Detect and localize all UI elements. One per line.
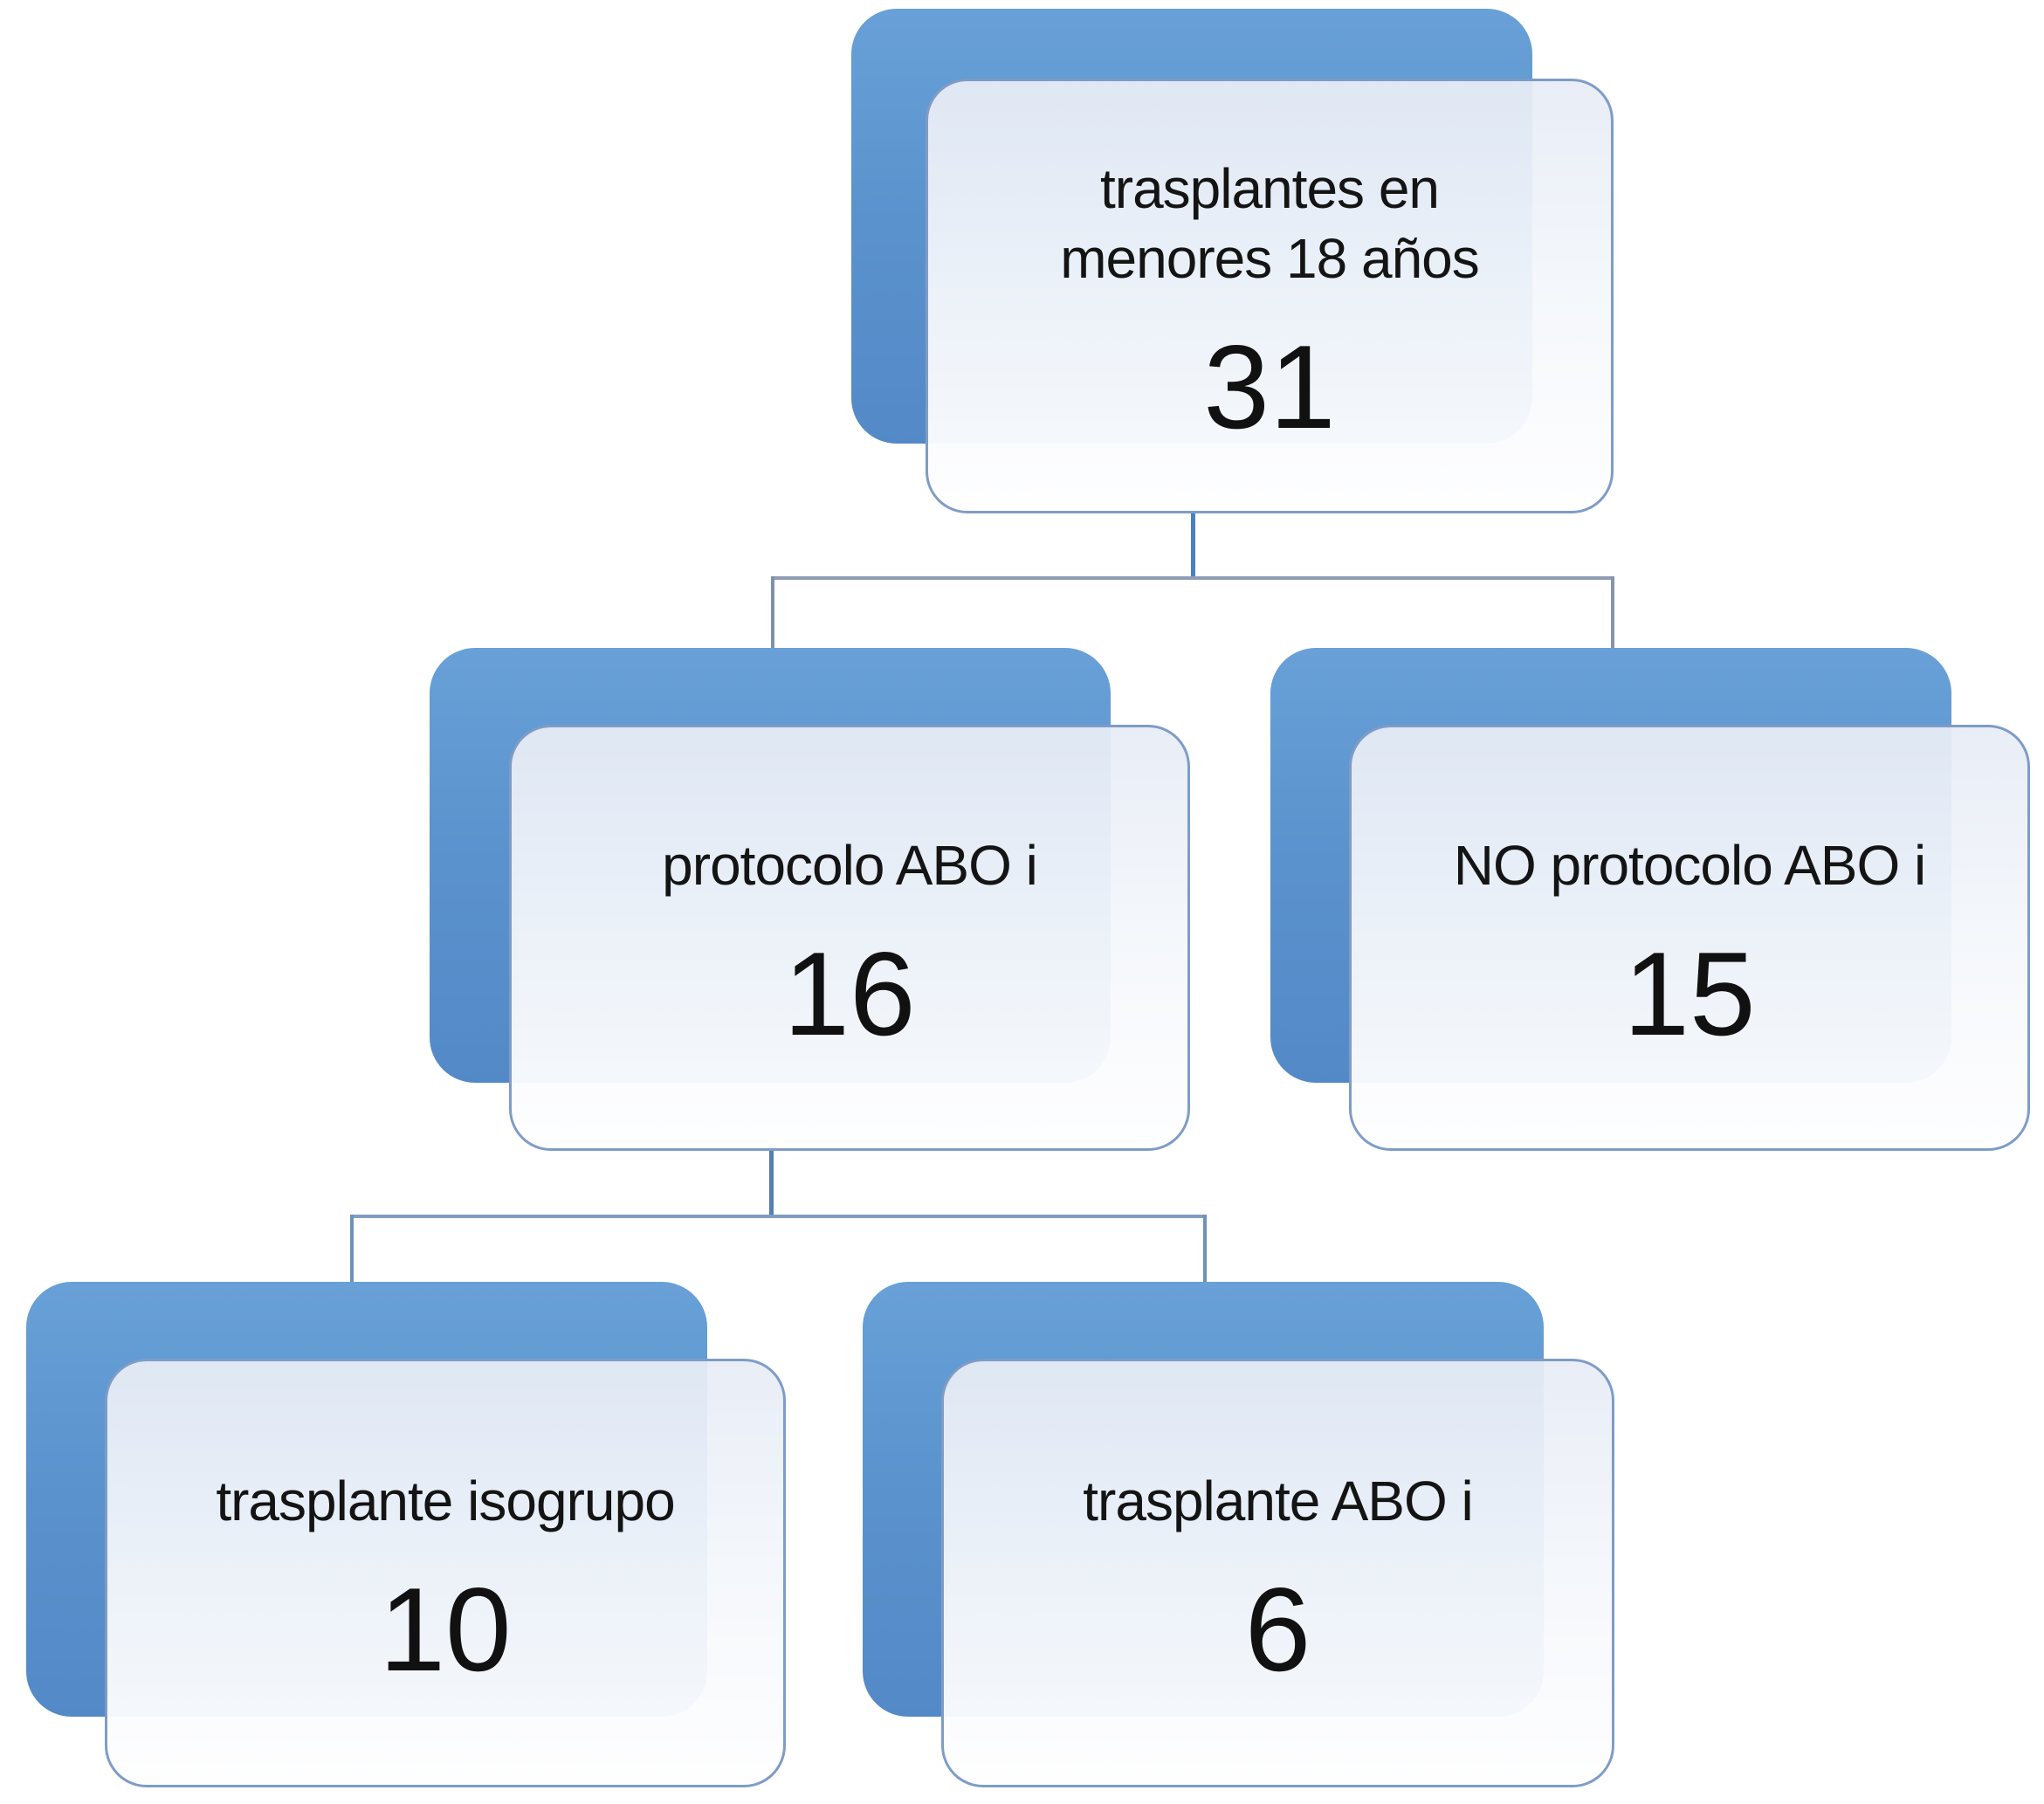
node-trasplante-abo-i: trasplante ABO i 6 <box>941 1359 1614 1787</box>
connector-protocolo-horizontal <box>350 1215 1207 1218</box>
connector-root-stem <box>1191 513 1195 580</box>
node-root-value: 31 <box>1203 320 1336 454</box>
node-isogrupo-value: 10 <box>379 1562 512 1696</box>
connector-drop-to-trasplante-abo-i <box>1203 1215 1207 1284</box>
node-trasplante-abo-i-label: trasplante ABO i <box>1083 1469 1473 1532</box>
connector-drop-to-protocolo <box>771 576 774 650</box>
node-protocolo-value: 16 <box>783 927 916 1061</box>
node-root-label-line2: menores 18 años <box>1060 227 1480 291</box>
connector-protocolo-stem <box>769 1151 774 1218</box>
node-protocolo-label: protocolo ABO i <box>662 834 1038 898</box>
node-no-protocolo-label: NO protocolo ABO i <box>1453 834 1926 898</box>
node-root: trasplantes en menores 18 años 31 <box>926 79 1614 513</box>
node-isogrupo: trasplante isogrupo 10 <box>105 1359 786 1787</box>
node-isogrupo-label: trasplante isogrupo <box>216 1469 675 1532</box>
node-root-label: trasplantes en menores 18 años <box>1060 154 1480 293</box>
node-trasplante-abo-i-value: 6 <box>1244 1562 1311 1696</box>
node-protocolo: protocolo ABO i 16 <box>509 725 1190 1151</box>
node-no-protocolo-value: 15 <box>1623 927 1756 1061</box>
node-root-label-line1: trasplantes en <box>1099 157 1440 221</box>
node-no-protocolo: NO protocolo ABO i 15 <box>1349 725 2030 1151</box>
connector-drop-to-no-protocolo <box>1611 576 1614 650</box>
connector-root-horizontal <box>771 576 1614 580</box>
connector-drop-to-isogrupo <box>350 1215 354 1284</box>
